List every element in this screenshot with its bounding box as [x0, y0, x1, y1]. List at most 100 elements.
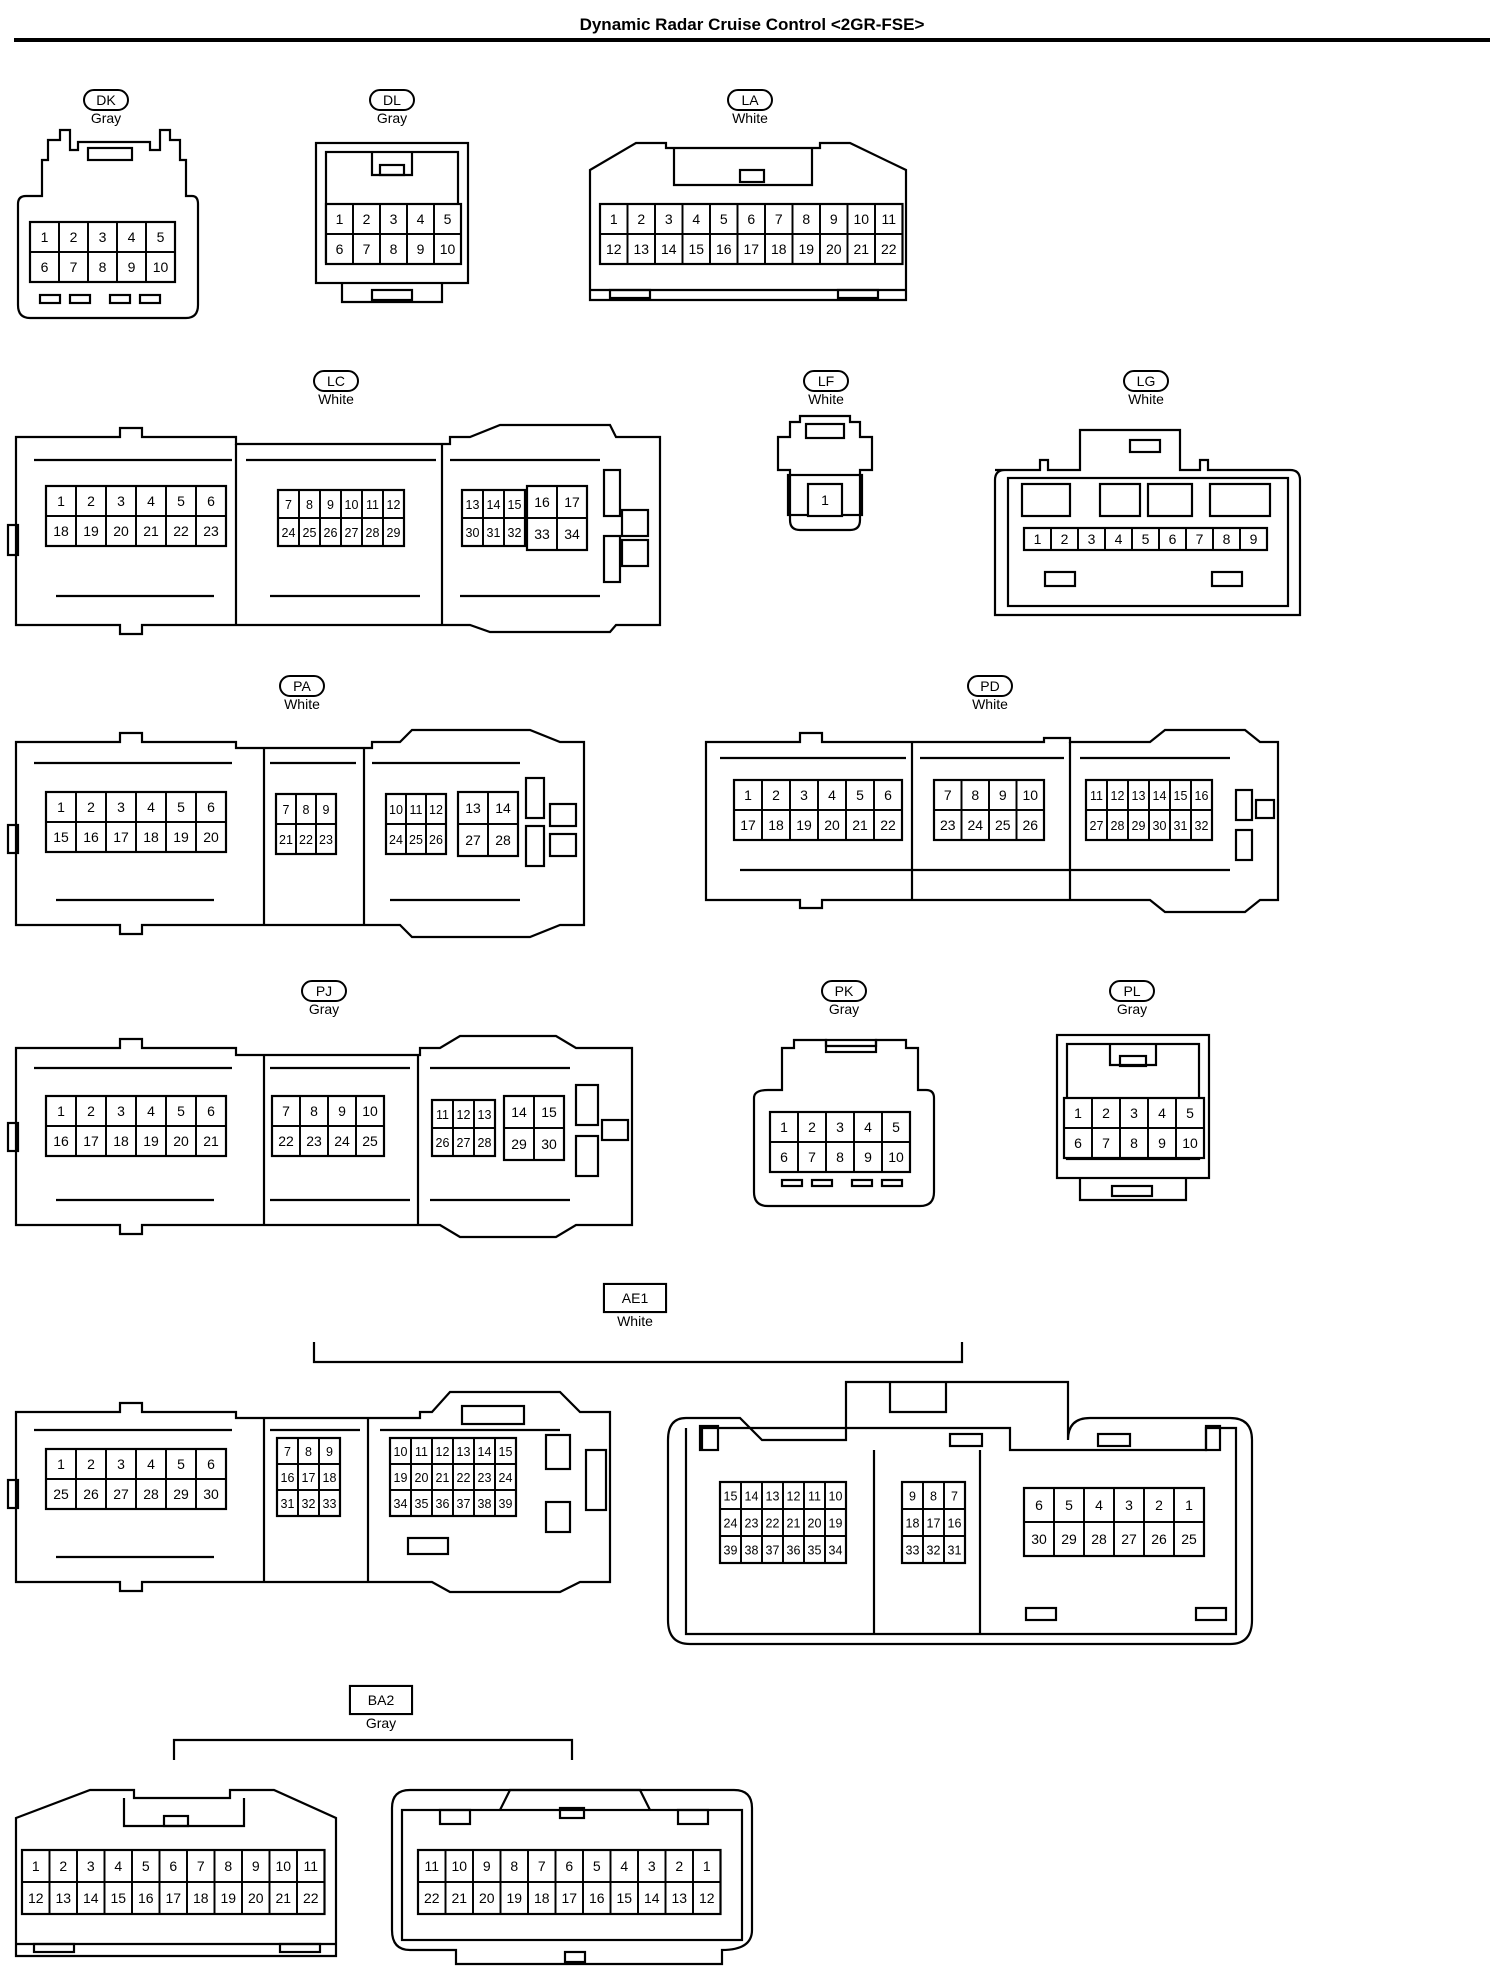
pin-number: 18 — [113, 1133, 129, 1149]
pin-number: 29 — [1132, 819, 1146, 833]
connector-dl-code: DL — [383, 92, 401, 108]
connector-lf-code: LF — [818, 373, 834, 389]
pin-number: 9 — [326, 1445, 333, 1459]
pin-number: 9 — [128, 259, 136, 275]
connector-pk-color: Gray — [829, 1001, 859, 1017]
pin-number: 23 — [745, 1517, 759, 1531]
pin-number: 26 — [429, 833, 443, 847]
pin-number: 6 — [780, 1149, 788, 1165]
pin-number: 13 — [457, 1445, 471, 1459]
pin-number: 37 — [766, 1544, 780, 1558]
pin-number: 20 — [808, 1517, 822, 1531]
connector-pd-code: PD — [980, 678, 999, 694]
pin-number: 2 — [59, 1858, 67, 1874]
pin-cell — [807, 483, 843, 517]
pin-number: 16 — [281, 1471, 295, 1485]
pin-number: 5 — [177, 799, 185, 815]
pin-cell — [692, 1881, 722, 1915]
connector-pd-outline — [704, 728, 1280, 914]
pin-number: 20 — [203, 829, 219, 845]
pin-number: 19 — [143, 1133, 159, 1149]
pin-number: 34 — [564, 526, 580, 542]
pin-number: 16 — [83, 829, 99, 845]
pin-number: 1 — [41, 229, 49, 245]
pin-number: 10 — [362, 1103, 378, 1119]
pin-number: 36 — [436, 1497, 450, 1511]
connector-ba2-color: Gray — [366, 1715, 396, 1731]
pin-number: 14 — [83, 1890, 99, 1906]
connector-pk-code: PK — [835, 983, 854, 999]
pin-cell — [195, 821, 227, 853]
pin-number: 19 — [220, 1890, 236, 1906]
pin-number: 15 — [724, 1490, 738, 1504]
pin-number: 5 — [593, 1858, 601, 1874]
pin-number: 32 — [927, 1544, 941, 1558]
pin-number: 39 — [499, 1497, 513, 1511]
pin-number: 11 — [410, 803, 423, 817]
pin-number: 32 — [508, 526, 522, 540]
connector-la-color: White — [732, 110, 768, 126]
pin-number: 17 — [561, 1890, 577, 1906]
pin-number: 4 — [147, 799, 155, 815]
pin-number: 17 — [83, 1133, 99, 1149]
pin-number: 30 — [1153, 819, 1167, 833]
pin-number: 23 — [203, 523, 219, 539]
pin-number: 12 — [606, 241, 622, 257]
pin-number: 11 — [424, 1858, 439, 1874]
connector-pa-code-badge — [279, 675, 325, 697]
pin-number: 8 — [390, 241, 398, 257]
pin-number: 8 — [99, 259, 107, 275]
pin-number: 26 — [1151, 1531, 1167, 1547]
pin-number: 17 — [564, 494, 580, 510]
pin-number: 28 — [495, 832, 511, 848]
pin-cell — [943, 1535, 966, 1564]
pin-number: 2 — [637, 211, 645, 227]
pin-number: 17 — [740, 817, 756, 833]
pin-number: 21 — [275, 1890, 291, 1906]
pin-number: 5 — [856, 787, 864, 803]
pin-number: 6 — [1074, 1135, 1082, 1151]
pin-number: 7 — [538, 1858, 546, 1874]
pin-number: 3 — [648, 1858, 656, 1874]
pin-cell — [494, 1489, 517, 1517]
pin-number: 19 — [796, 817, 812, 833]
pin-number: 26 — [1022, 817, 1038, 833]
pin-number: 7 — [197, 1858, 205, 1874]
pin-number: 8 — [224, 1858, 232, 1874]
pin-number: 13 — [671, 1890, 687, 1906]
pin-number: 16 — [589, 1890, 605, 1906]
pin-cell — [556, 517, 588, 551]
connector-pd-code-badge — [967, 675, 1013, 697]
pin-number: 9 — [338, 1103, 346, 1119]
pin-number: 12 — [787, 1490, 801, 1504]
pin-number: 3 — [99, 229, 107, 245]
pin-number: 8 — [310, 1103, 318, 1119]
pin-number: 7 — [1102, 1135, 1110, 1151]
pin-cell — [533, 1127, 565, 1161]
pin-number: 8 — [305, 1445, 312, 1459]
pin-number: 4 — [620, 1858, 628, 1874]
pin-number: 8 — [306, 498, 313, 512]
pin-number: 1 — [57, 1456, 65, 1472]
pin-number: 22 — [424, 1890, 440, 1906]
pin-number: 10 — [451, 1858, 467, 1874]
pin-number: 2 — [1102, 1105, 1110, 1121]
pin-number: 4 — [128, 229, 136, 245]
connector-la-code-badge — [727, 89, 773, 111]
pin-number: 14 — [1153, 789, 1167, 803]
pin-number: 16 — [948, 1517, 962, 1531]
pin-number: 20 — [173, 1133, 189, 1149]
pin-number: 16 — [53, 1133, 69, 1149]
pin-number: 6 — [207, 799, 215, 815]
pin-number: 27 — [1090, 819, 1104, 833]
pin-number: 5 — [177, 1456, 185, 1472]
pin-number: 6 — [207, 1456, 215, 1472]
pin-number: 22 — [278, 1133, 294, 1149]
pin-number: 27 — [457, 1136, 471, 1150]
pin-number: 33 — [323, 1497, 337, 1511]
pin-number: 3 — [665, 211, 673, 227]
pin-number: 6 — [1035, 1497, 1043, 1513]
